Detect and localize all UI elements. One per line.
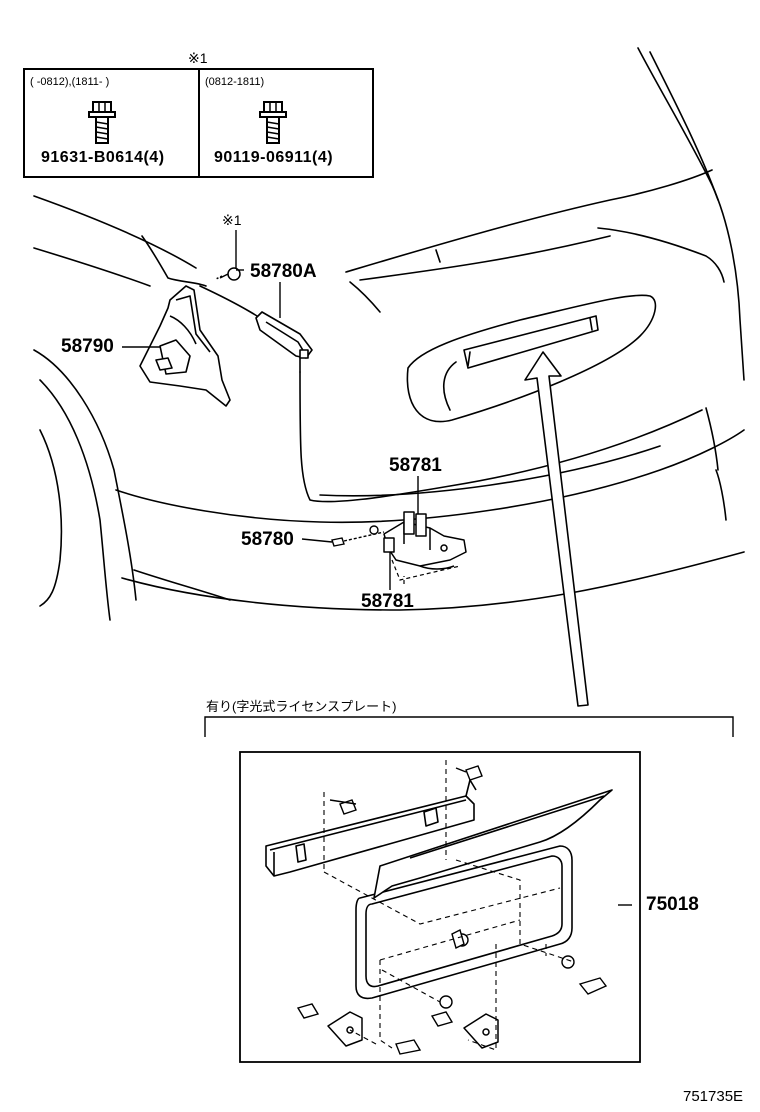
bolt-note-label: ※1 [222, 212, 242, 228]
cell-range-left: ( -0812),(1811- ) [30, 76, 110, 88]
label-58781-lower: 58781 [361, 591, 414, 612]
optional-equipment-label: 有り(字光式ライセンスプレート) [206, 699, 397, 714]
fastener-parts [296, 765, 608, 1055]
label-58781-upper: 58781 [389, 455, 442, 476]
screw-part [331, 525, 385, 547]
plate-cover-panel [373, 789, 613, 899]
rear-bumper-cover-part [139, 285, 231, 407]
plate-frame [355, 845, 573, 1000]
table-note-mark: ※1 [188, 50, 208, 66]
label-58790: 58790 [61, 336, 114, 357]
table-cell-right: (0812-1811) 90119-06911(4) [200, 70, 372, 176]
label-58780A: 58780A [250, 261, 317, 282]
lower-bracket-assembly [383, 511, 467, 570]
bolt-part [215, 267, 241, 281]
label-58780: 58780 [241, 529, 294, 550]
hex-flange-bolt-icon [259, 101, 287, 144]
table-cell-left: ( -0812),(1811- ) 91631-B0614(4) [25, 70, 198, 176]
hex-flange-bolt-icon [88, 101, 116, 144]
license-plate-detail-frame [239, 751, 641, 1063]
plate-bracket-upper [265, 779, 477, 877]
fastener-reference-table: ( -0812),(1811- ) 91631-B0614(4) (0812-1… [23, 68, 374, 178]
location-arrow [524, 351, 589, 707]
plate-hinge-brackets [327, 1011, 499, 1049]
part-number-right: 90119-06911(4) [214, 149, 334, 166]
table-divider [198, 70, 200, 176]
label-75018: 75018 [646, 894, 699, 915]
license-lamp-bracket-part [255, 311, 313, 359]
diagram-id: 751735E [683, 1088, 744, 1105]
part-number-left: 91631-B0614(4) [41, 149, 165, 166]
cell-range-right: (0812-1811) [205, 76, 265, 88]
